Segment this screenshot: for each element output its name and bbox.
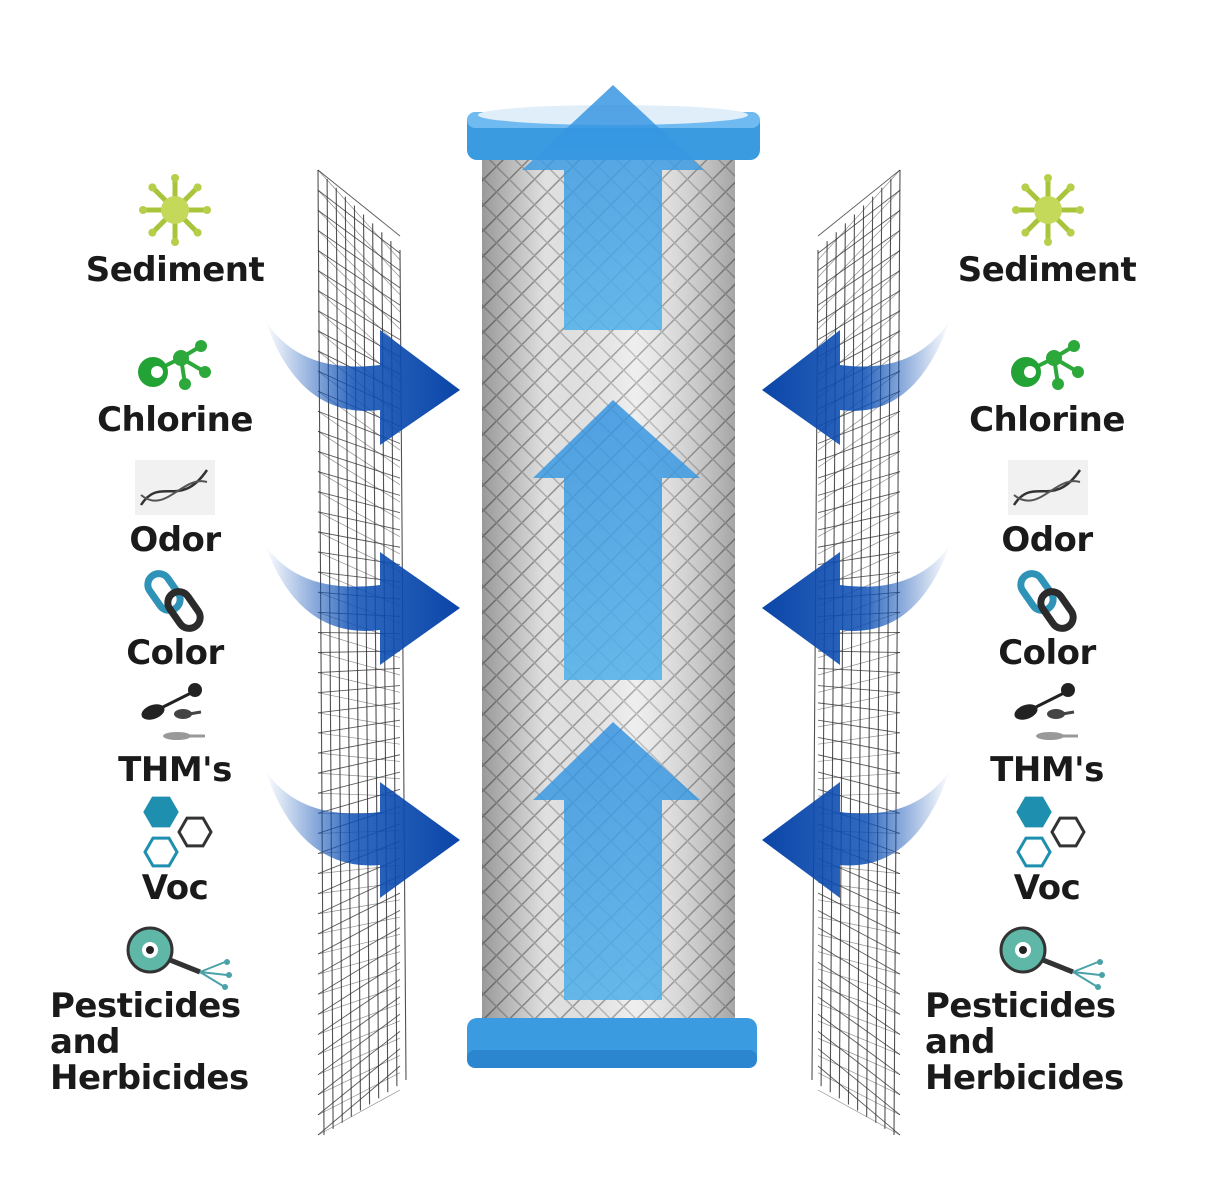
inflow-arrow-left-1 (265, 320, 460, 445)
inflow-arrow-right-3 (762, 770, 950, 898)
inflow-arrows-right (762, 320, 950, 898)
sediment-icon (1012, 174, 1084, 246)
contaminant-icons-left (126, 174, 232, 990)
thm-molecules-icon (1014, 683, 1078, 740)
label-chlorine-right: Chlorine (969, 400, 1125, 440)
hexagon-cluster-icon (1016, 796, 1086, 868)
inflow-arrows-left (265, 320, 460, 898)
label-thms-right: THM's (990, 750, 1104, 790)
inflow-arrow-right-2 (762, 545, 950, 665)
chain-link-icon (144, 570, 204, 632)
upflow-arrow-bottom (533, 722, 700, 1000)
chlorine-molecule-icon (1011, 340, 1084, 390)
inflow-arrow-left-2 (265, 545, 460, 665)
upflow-arrow-top (522, 85, 704, 330)
inflow-arrow-right-1 (762, 320, 950, 445)
label-sediment-left: Sediment (85, 250, 265, 290)
label-thms-left: THM's (118, 750, 232, 790)
chain-link-icon (1017, 570, 1077, 632)
hexagon-cluster-icon (143, 796, 213, 868)
upflow-arrows (522, 85, 704, 1000)
cell-icon (999, 926, 1105, 990)
label-pesticides-left: Pesticides and Herbicides (50, 986, 249, 1098)
chlorine-molecule-icon (138, 340, 211, 390)
label-voc-right: Voc (1013, 868, 1081, 908)
label-odor-left: Odor (129, 520, 221, 560)
dna-strand-icon (1008, 460, 1088, 515)
upflow-arrow-middle (533, 400, 700, 680)
bottom-cap (467, 1018, 757, 1068)
thm-molecules-icon (141, 683, 205, 740)
cell-icon (126, 926, 232, 990)
contaminant-icons-right (999, 174, 1105, 990)
label-color-right: Color (998, 633, 1096, 673)
label-voc-left: Voc (141, 868, 209, 908)
sediment-icon (139, 174, 211, 246)
dna-strand-icon (135, 460, 215, 515)
label-chlorine-left: Chlorine (97, 400, 253, 440)
inflow-arrow-left-3 (265, 770, 460, 898)
label-color-left: Color (126, 633, 224, 673)
label-sediment-right: Sediment (957, 250, 1137, 290)
left-mesh-screen (317, 169, 407, 1136)
label-pesticides-right: Pesticides and Herbicides (925, 986, 1124, 1098)
label-odor-right: Odor (1001, 520, 1093, 560)
